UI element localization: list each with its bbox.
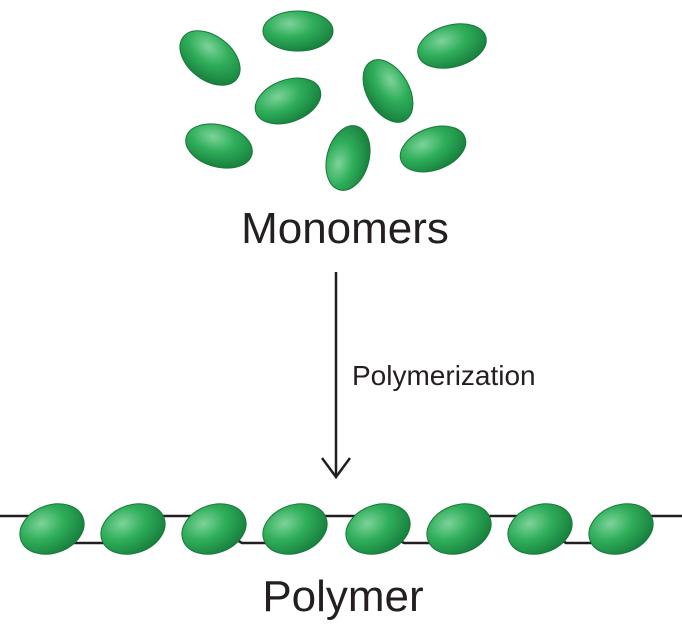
polymer-chain <box>0 503 682 555</box>
monomer-bead <box>362 59 414 123</box>
arrow-head <box>320 457 352 480</box>
monomers-label: Monomers <box>241 204 449 253</box>
monomer-bead <box>179 30 241 86</box>
polymer-label: Polymer <box>262 572 424 621</box>
polymer-unit-bead <box>507 503 573 555</box>
monomer-bead <box>254 77 322 125</box>
monomer-bead <box>185 123 253 169</box>
monomer-bead <box>325 125 371 191</box>
polymerization-label: Polymerization <box>352 360 536 391</box>
polymer-unit-bead <box>426 503 492 555</box>
polymer-unit-bead <box>100 503 166 555</box>
monomer-bead <box>262 10 334 52</box>
polymer-unit-bead <box>181 503 247 555</box>
polymer-unit-bead <box>19 503 85 555</box>
monomer-bead <box>399 125 467 173</box>
monomer-group <box>179 10 487 191</box>
polymer-unit-bead <box>262 503 328 555</box>
reaction-arrow <box>320 272 352 480</box>
polymer-unit-bead <box>588 503 654 555</box>
monomer-bead <box>417 23 487 69</box>
polymer-unit-bead <box>345 503 411 555</box>
